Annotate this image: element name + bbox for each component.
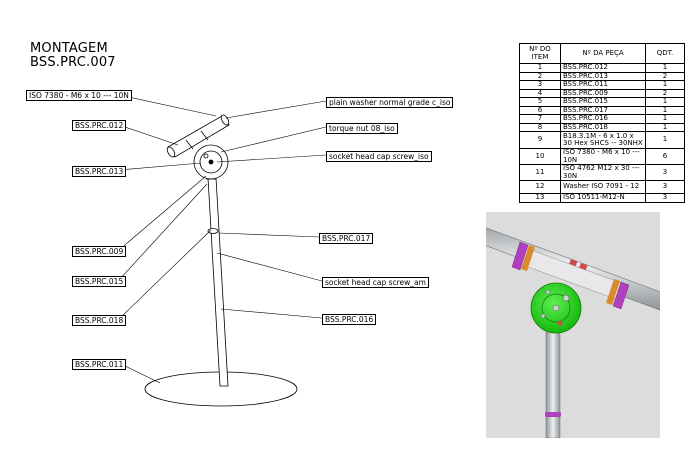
callout-bss-prc-012: BSS.PRC.012	[72, 120, 127, 131]
bom-qty: 3	[645, 180, 685, 194]
bom-item: 13	[519, 193, 561, 203]
bom-part: BSS.PRC.011	[560, 80, 646, 90]
shaded-detail-view	[486, 212, 660, 438]
bom-part: B18.3.1M - 6 x 1.0 x 30 Hex SHCS -- 30NH…	[560, 131, 646, 149]
shaded-render-svg	[486, 227, 660, 438]
bom-item: 9	[519, 131, 561, 149]
assembly-drawing	[118, 94, 327, 407]
bom-item: 5	[519, 97, 561, 107]
callout-bss-prc-017: BSS.PRC.017	[319, 233, 374, 244]
bom-item: 8	[519, 122, 561, 132]
bom-item: 3	[519, 80, 561, 90]
bom-part: BSS.PRC.018	[560, 122, 646, 132]
bom-item: 10	[519, 148, 561, 165]
post-collar	[207, 228, 219, 234]
bom-qty: 1	[645, 122, 685, 132]
title-line-2: BSS.PRC.007	[30, 55, 116, 70]
bom-qty: 3	[645, 193, 685, 203]
bom-header-part: Nº DA PEÇA	[560, 43, 646, 64]
bom-header-item: Nº DO ITEM	[519, 43, 561, 64]
render-crossbar	[486, 227, 660, 311]
bom-item: 1	[519, 63, 561, 73]
callout-bss-prc-011: BSS.PRC.011	[72, 359, 127, 370]
bom-qty: 1	[645, 97, 685, 107]
bom-qty: 1	[645, 114, 685, 124]
bom-item: 7	[519, 114, 561, 124]
bom-qty: 1	[645, 80, 685, 90]
bom-qty: 1	[645, 63, 685, 73]
render-post-collar	[545, 412, 561, 417]
callout-bss-prc-016: BSS.PRC.016	[322, 314, 377, 325]
post	[207, 177, 229, 387]
callout-bss-prc-018: BSS.PRC.018	[72, 315, 127, 326]
bom-item: 12	[519, 180, 561, 194]
callout-iso7380: ISO 7380 - M6 x 10 --- 10N	[26, 90, 132, 101]
bom-item: 11	[519, 164, 561, 181]
callout-torque-nut: torque nut 08_iso	[326, 123, 398, 134]
callout-bss-prc-013: BSS.PRC.013	[72, 166, 127, 177]
bom-qty: 6	[645, 148, 685, 165]
callout-bss-prc-009: BSS.PRC.009	[72, 246, 127, 257]
bom-part: ISO 4762 M12 x 30 --- 30N	[560, 164, 646, 181]
title-line-1: MONTAGEM	[30, 41, 108, 56]
bom-part: BSS.PRC.015	[560, 97, 646, 107]
bom-qty: 3	[645, 164, 685, 181]
callout-bss-prc-015: BSS.PRC.015	[72, 276, 127, 287]
render-post	[545, 331, 561, 438]
bom-header-row: Nº DO ITEM Nº DA PEÇA QDT.	[519, 43, 685, 64]
callout-socket-head-am: socket head cap screw_am	[322, 277, 429, 288]
bom-part: BSS.PRC.016	[560, 114, 646, 124]
bom-part: Washer ISO 7091 - 12	[560, 180, 646, 194]
bom-qty: 1	[645, 131, 685, 149]
bom-part: ISO 10511-M12-N	[560, 193, 646, 203]
bom-header-qty: QDT.	[645, 43, 685, 64]
bom-part: ISO 7380 - M6 x 10 --- 10N	[560, 148, 646, 165]
callout-plain-washer: plain washer normal grade c_iso	[326, 97, 454, 108]
render-hub	[530, 282, 582, 334]
drawing-title: MONTAGEM BSS.PRC.007	[30, 42, 116, 70]
bom-part: BSS.PRC.012	[560, 63, 646, 73]
callout-socket-head-iso: socket head cap screw_iso	[326, 151, 432, 162]
